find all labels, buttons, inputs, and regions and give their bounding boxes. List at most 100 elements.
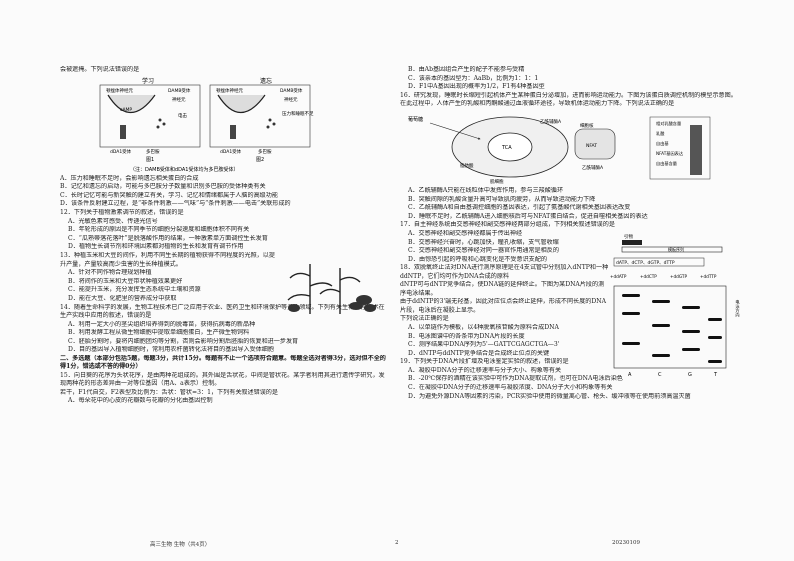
q12-option-a: A．光敏色素可感受、传递光信号 [68, 217, 158, 225]
q19-stem: 19．下列关于DNA片段扩增及电泳鉴定实验的叙述，错误的是 [400, 358, 569, 366]
q15-stem: 15．向日葵的花序为头状花序，是由两种花组成的。其外围是舌状花，中间是管状花。某… [60, 371, 385, 388]
q14-option-b: B．利用发酵工程从微生物细胞中提取单细胞蛋白，生产微生物饲料 [68, 329, 250, 337]
label-damb1: DAMB受体 [168, 87, 191, 94]
q13-option-c: C．能提升玉米，充分发挥生态系统中土壤和资源 [68, 286, 201, 294]
intercropping-illustration [287, 263, 376, 314]
q16-stem-2: 在此过程中，人体产生的乳酸和丙酮酸通过血液循环途径，导致机体运动能力下降。下列说… [400, 100, 675, 108]
electrophoresis-direction: 电泳方向 [735, 299, 741, 318]
q12-option-d: D．植物生长调节剂和环境因素都对植物的生长和发育有调节作用 [68, 243, 244, 251]
panel2-title: 遗忘 [260, 77, 272, 85]
left-column: 会被遮掩。下列说法错误的是 学习 遗忘 顿挫体神经元 DAMB受体 神经元 cA… [60, 66, 390, 406]
q18-option-c: C．测序结果中DNA序列为5'—GATTCGAGCTGA—3' [408, 341, 560, 349]
label-dopamine1: 多巴胺 [146, 148, 160, 155]
q17-option-a: A．交感神经和副交感神经都属于传出神经 [408, 229, 523, 237]
legend-radical: 自由基 [656, 140, 669, 147]
q18-option-d: D．dNTP与ddNTP竞争结合是合成终止位点的关键 [408, 349, 550, 357]
label-shock: 电击 [178, 112, 187, 119]
q12-option-c: C．“瓜熟蒂落花落叶”是脱落酸作用的结果，一种激素单方面调控生长发育 [68, 234, 268, 242]
label-glucose: 葡萄糖 [408, 116, 423, 123]
q13-option-a: A．针对不同作物合理规划种植 [68, 269, 152, 277]
label-camp: cAMP [120, 107, 132, 113]
q16-option-d: D．睡眠不足时，乙酰辅酶A进入细胞核后可与NFAT蛋白结合，促进自噬相关基因的表… [408, 212, 648, 220]
q13-option-d: D．能在大豆、化肥里的营养成分中获取 [68, 294, 177, 302]
q15-option-b: B．由Ab基因组合产生的配子不能参与受精 [408, 66, 525, 73]
label-nfat: NFAT [586, 143, 597, 149]
q18-option-a: A．以单链作为模板，以4种脱氧核苷酸为原料合成DNA [408, 323, 559, 331]
lane-ddgtp: +ddGTP [670, 274, 687, 279]
q14-option-a: A．利用一定大小的茎尖组织培养得到的脱毒苗，获得抗病毒的新品种 [68, 320, 256, 328]
footer-left: 高三生物 生物（共4页） [150, 542, 211, 548]
figure-memory: 学习 遗忘 顿挫体神经元 DAMB受体 神经元 cAMP dDA1受体 多巴胺 … [60, 75, 390, 175]
lane-ddttp: +ddTTP [700, 274, 717, 279]
legend-relative: 相对乳酸含量 [656, 120, 681, 127]
label-dda1-1: dDA1受体 [110, 148, 132, 155]
q18-stem-4: 下列说法正确的是 [400, 315, 449, 323]
q15-stem-2: 若干，F1代自交，F2表型及比例为：舌状：管状=3：1，下列有关叙述错误的是 [60, 388, 278, 396]
q14-stem: 14．随着生命科学的发展，生物工程技术已广泛应用于农业、医药卫生和环境保护等多个… [60, 303, 385, 320]
label-shen2: 神经元 [284, 96, 298, 103]
footer-page-number: 2 [395, 540, 399, 546]
label-neuron1: 顿挫体神经元 [106, 87, 133, 94]
bottom-g: G [688, 372, 692, 378]
legend-lactate: 乳酸 [656, 130, 665, 137]
q16-stem: 16．研究发现，睡眠时长缩短引起机体产生某种蛋白分泌增加，进而影响运动能力。下图… [400, 91, 737, 99]
q15-option-a: A．每朵花中的心皮的花瓣数与花瓣的分化由基因控制 [68, 397, 213, 405]
label-fatty-acid: 脂肪酸 [460, 162, 474, 169]
lane-ddatp: +ddATP [610, 274, 627, 279]
memory-diagram: 学习 遗忘 顿挫体神经元 DAMB受体 神经元 cAMP dDA1受体 多巴胺 … [99, 77, 314, 173]
label-stress: 压力和睡眠不足 [282, 110, 314, 117]
q13-stem: 13．种植玉米和大豆的间作，利用不同生长期的植物获得不同程度的光照，以提升产量，… [60, 251, 275, 268]
q18-stem: 18．双脱氧终止法对DNA进行测序原理是在4支试管中分别加入dNTP和一种ddN… [400, 264, 609, 280]
bottom-c: C [658, 372, 662, 378]
q11-option-b: B．记忆和遗忘的启动，可能与多巴胺分子数量和识别多巴胺的受体种类有关 [60, 183, 266, 191]
figure-note: （注：DAMB受体和dDA1受体均为多巴胺受体） [130, 166, 238, 173]
q11-option-c: C．长时记忆可能与新突触的建立有关，学习、记忆和情绪都属于人脑的高级功能 [60, 191, 278, 199]
q16-option-c: C．乙酰辅酶A和自由基调控细胞的基因表达，引起了氨基酸代谢相关基因表达改变 [408, 204, 631, 212]
label-nucleus: 细胞核 [580, 122, 594, 129]
q17-option-c: C．交感神经和副交感神经对同一器官作用通常是相反的 [408, 247, 559, 255]
bottom-a: A [628, 372, 632, 378]
q18-option-b: B．电泳图谱中的各条带为DNA片段的长度 [408, 332, 525, 340]
q11-option-d: D．该条件反射建立过程，是“非条件刺激——气味”与“条件刺激——电击”关联形成的 [60, 200, 291, 208]
footer-code: 20230109 [612, 540, 640, 546]
template-label: 模板序列 [668, 246, 684, 252]
legend-radical-content: 自由基含量 [656, 160, 677, 167]
q19-option-d: D．为避免外源DNA等因素的污染，PCR实验中使用的微量离心管、枪头、缓冲液等在… [408, 392, 691, 400]
label-dda1-2: dDA1受体 [220, 148, 242, 155]
q13-option-b: B．将间作的玉米和大豆带状种植效果更好 [68, 277, 183, 285]
primer-label: 引物 [624, 233, 633, 240]
dntp-mix: dATP、dCTP、dGTP、dTTP [616, 260, 675, 266]
q18-stem-3: 由于ddNTP的3'端无羟基，因此对应位点会终止延伸，形成不同长度的DNA片段，… [400, 298, 606, 314]
q12-stem: 12．下列关于植物激素调节的叙述，错误的是 [60, 208, 184, 216]
label-damb2: DAMB受体 [280, 87, 303, 94]
figure-metabolism: 葡萄糖 乙酰辅酶A 脂肪酸 细胞核 TCA 肌细胞 NFAT 乙酰辅酶A 相对乳… [400, 109, 752, 187]
q15-option-c: C．该亲本的基因型为：AaBb，比例为1：1：1 [408, 74, 539, 82]
q19-option-a: A．凝胶中DNA分子的迁移速率与分子大小、构象等有关 [408, 366, 562, 374]
label-shen1: 神经元 [172, 96, 186, 103]
lane-ddctp: +ddCTP [640, 274, 657, 279]
panel1-title: 学习 [142, 77, 154, 85]
section2-heading: 二、多选题（本部分包括5题，每题3分，共计15分。每题有不止一个选项符合题意。每… [60, 354, 386, 371]
legend-nfat: NFAT基因表达 [656, 150, 684, 157]
q16-option-b: B．突触间隙的乳酸含量升高可导致肌肉疲劳，从而导致运动能力下降 [408, 195, 596, 203]
q12-option-b: B．年轮形成的原因是不同季节的细胞分裂速度和细胞体积不同有关 [68, 226, 250, 234]
label-neuron2: 顿挫体神经元 [216, 87, 243, 94]
label-acetyl-coa: 乙酰辅酶A [540, 118, 562, 125]
q19-option-c: C．在凝胶中DNA分子的迁移速率与凝胶浓度、DNA分子大小和构象等有关 [408, 384, 613, 392]
caption-fig1: 图1 [146, 157, 154, 163]
label-muscle-cell: 肌细胞 [490, 178, 504, 185]
q11-option-a: A．压力和睡眠不足时，会影响遗忘相关蛋白的合成 [60, 174, 199, 182]
caption-fig2: 图2 [256, 157, 264, 163]
label-dopamine2: 多巴胺 [258, 148, 272, 155]
q15-option-d: D．F1中A基因出现的概率为1/2，F1有4种基因型 [408, 83, 545, 91]
intro-text: 会被遮掩。下列说法错误的是 [60, 66, 140, 73]
bottom-t: T [713, 372, 718, 378]
q14-option-c: C．胚胎分割时，要将内细胞团均等分割，否则会影响分割后胚胎的恢复和进一步发育 [68, 337, 299, 345]
q18-stem-2: dNTP可与dNTP竞争结合，使DNA链的延伸终止。下图为某DNA片段的测序电泳… [400, 281, 605, 297]
metabolism-diagram: 葡萄糖 乙酰辅酶A 脂肪酸 细胞核 TCA 肌细胞 NFAT 乙酰辅酶A 相对乳… [408, 116, 711, 185]
q19-option-b: B．-20℃保存的酒精在该实验中可作为DNA提取试剂，也可在DNA电泳后染色 [408, 375, 623, 383]
label-acetyl-coa-2: 乙酰辅酶A [582, 164, 604, 171]
q16-option-a: A．乙酰辅酶A只能在线粒体中发挥作用，参与三羧酸循环 [408, 186, 564, 194]
right-column: B．由Ab基因组合产生的配子不能参与受精 C．该亲本的基因型为：AaBb，比例为… [400, 66, 752, 410]
